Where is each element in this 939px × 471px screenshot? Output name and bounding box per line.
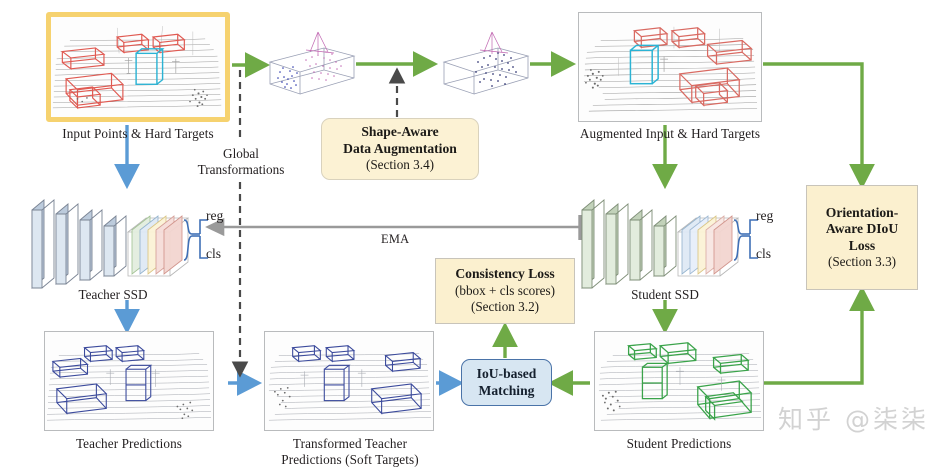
shape-cube-augmented bbox=[440, 22, 532, 104]
label-ema: EMA bbox=[381, 232, 410, 246]
shape-aware-line3: (Section 3.4) bbox=[365, 157, 435, 173]
point-cloud-input bbox=[52, 26, 222, 110]
panel-augmented-input bbox=[578, 12, 762, 122]
diou-line1: Orientation- bbox=[825, 204, 899, 220]
label-student-ssd: Student SSD bbox=[631, 287, 699, 302]
network-teacher-ssd: reg cls bbox=[28, 186, 223, 296]
point-cloud-augmented bbox=[583, 26, 758, 112]
point-cloud-transformed-predictions bbox=[268, 345, 432, 421]
box-iou-based-matching[interactable]: IoU-based Matching bbox=[461, 359, 552, 406]
point-cloud-teacher-predictions bbox=[46, 345, 212, 421]
caption-augmented-input: Augmented Input & Hard Targets bbox=[579, 126, 761, 141]
matching-line1: IoU-based bbox=[476, 366, 537, 381]
caption-teacher-predictions: Teacher Predictions bbox=[75, 436, 183, 451]
label-global-transformations: Global Transformations bbox=[197, 146, 285, 177]
teacher-head-reg-label: reg bbox=[206, 208, 224, 223]
diou-line2: Aware DIoU bbox=[825, 221, 899, 236]
caption-student-predictions: Student Predictions bbox=[626, 436, 732, 451]
student-head-cls-label: cls bbox=[756, 246, 772, 261]
watermark: 知乎 @柒柒 bbox=[778, 405, 929, 434]
point-cloud-student-predictions bbox=[598, 342, 762, 421]
student-ssd-graphic bbox=[581, 199, 758, 289]
shape-aware-line1: Shape-Aware bbox=[361, 124, 439, 140]
caption-transformed-teacher-predictions: Transformed Teacher Predictions (Soft Ta… bbox=[281, 436, 419, 467]
panel-transformed-teacher-predictions bbox=[264, 331, 434, 431]
shape-cube-source bbox=[266, 22, 358, 104]
teacher-head-cls-label: cls bbox=[206, 246, 222, 261]
diou-line4: (Section 3.3) bbox=[827, 254, 897, 269]
panel-teacher-predictions bbox=[44, 331, 214, 431]
consistency-line2: (bbox + cls scores) bbox=[454, 282, 556, 298]
diou-line3: Loss bbox=[848, 237, 876, 253]
teacher-ssd-graphic bbox=[31, 199, 208, 289]
note-shape-aware-augmentation: Shape-Aware Data Augmentation (Section 3… bbox=[321, 118, 479, 180]
label-teacher-ssd: Teacher SSD bbox=[78, 287, 148, 302]
matching-line2: Matching bbox=[478, 382, 535, 398]
shape-aware-line2: Data Augmentation bbox=[343, 140, 457, 156]
panel-student-predictions bbox=[594, 331, 764, 431]
consistency-line1: Consistency Loss bbox=[455, 266, 555, 282]
consistency-line3: (Section 3.2) bbox=[470, 299, 540, 315]
note-consistency-loss: Consistency Loss (bbox + cls scores) (Se… bbox=[435, 258, 575, 324]
caption-input-points: Input Points & Hard Targets bbox=[62, 126, 214, 141]
network-student-ssd: reg cls bbox=[578, 186, 773, 296]
panel-input-points bbox=[46, 12, 230, 122]
student-head-reg-label: reg bbox=[756, 208, 774, 223]
note-orientation-aware-diou-loss: Orientation- Aware DIoU Loss (Section 3.… bbox=[806, 185, 918, 290]
